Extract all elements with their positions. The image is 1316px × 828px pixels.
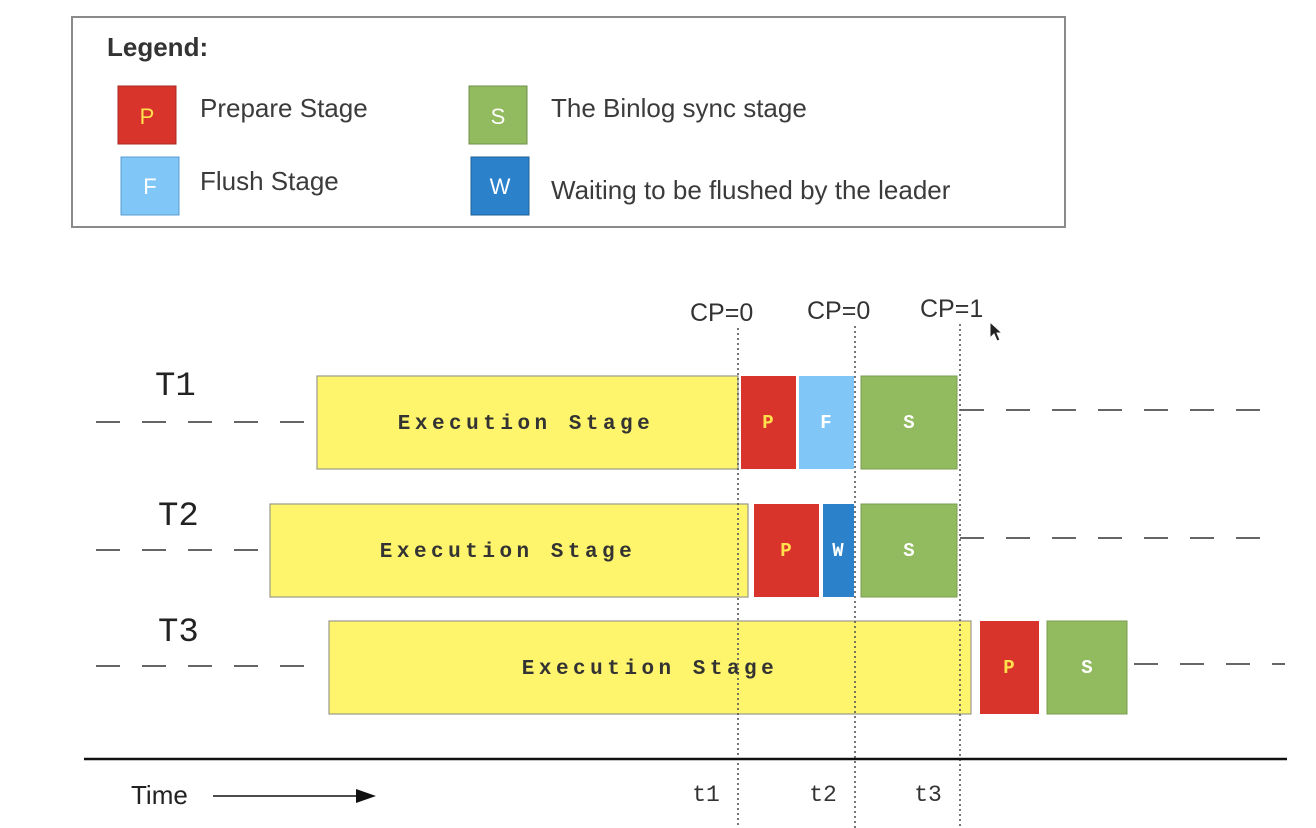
time-tick-t2: t2 [809, 782, 837, 808]
time-tick-t3: t3 [914, 782, 942, 808]
sync-block-letter-t3: S [1081, 657, 1092, 679]
execution-stage-t3 [328, 620, 972, 715]
execution-stage-t2 [269, 503, 749, 598]
legend-label-flush: Flush Stage [200, 166, 339, 196]
waiting-block-letter-t2: W [832, 540, 844, 562]
row-label-t1: T1 [155, 368, 196, 406]
row-label-t3: T3 [158, 614, 199, 652]
time-arrow-head-icon [356, 789, 376, 803]
legend-title: Legend: [107, 32, 208, 62]
prepare-block-t3 [980, 621, 1039, 714]
legend-swatch-prepare [117, 85, 177, 145]
legend-swatch-sync-letter: S [491, 104, 506, 129]
checkpoint-label-2: CP=0 [807, 297, 870, 325]
prepare-block-letter-t1: P [762, 412, 773, 434]
sync-block-t1 [860, 375, 958, 470]
waiting-block-t2 [823, 504, 854, 597]
checkpoint-label-3: CP=1 [920, 295, 983, 323]
legend-label-prepare: Prepare Stage [200, 93, 368, 123]
time-axis-label: Time [131, 780, 188, 810]
row-label-t2: T2 [158, 498, 199, 536]
flush-block-t1 [799, 376, 854, 469]
execution-stage-t1 [316, 375, 739, 470]
legend-swatch-flush-letter: F [143, 174, 156, 199]
prepare-block-letter-t3: P [1003, 657, 1014, 679]
prepare-block-t2 [754, 504, 819, 597]
legend-swatch-waiting [470, 156, 530, 216]
sync-block-t3 [1046, 620, 1128, 715]
execution-stage-label-t2: Execution Stage [380, 541, 637, 564]
legend-label-sync: The Binlog sync stage [551, 93, 807, 123]
legend-swatch-sync [468, 85, 528, 145]
legend-box: Legend: P Prepare Stage S The Binlog syn… [71, 16, 1066, 228]
flush-block-letter-t1: F [820, 412, 831, 434]
prepare-block-t1 [741, 376, 796, 469]
execution-stage-label-t1: Execution Stage [398, 413, 655, 436]
sync-block-letter-t2: S [903, 540, 914, 562]
mouse-cursor-icon [989, 320, 1004, 342]
prepare-block-letter-t2: P [780, 540, 791, 562]
legend-label-waiting: Waiting to be flushed by the leader [551, 175, 951, 205]
checkpoint-label-1: CP=0 [690, 299, 753, 327]
legend-swatch-waiting-letter: W [490, 174, 511, 199]
sync-block-letter-t1: S [903, 412, 914, 434]
execution-stage-label-t3: Execution Stage [522, 658, 779, 681]
legend-swatch-flush [120, 156, 180, 216]
legend-frame [71, 16, 1066, 228]
legend-swatch-prepare-letter: P [140, 104, 155, 129]
time-tick-t1: t1 [692, 782, 720, 808]
sync-block-t2 [860, 503, 958, 598]
